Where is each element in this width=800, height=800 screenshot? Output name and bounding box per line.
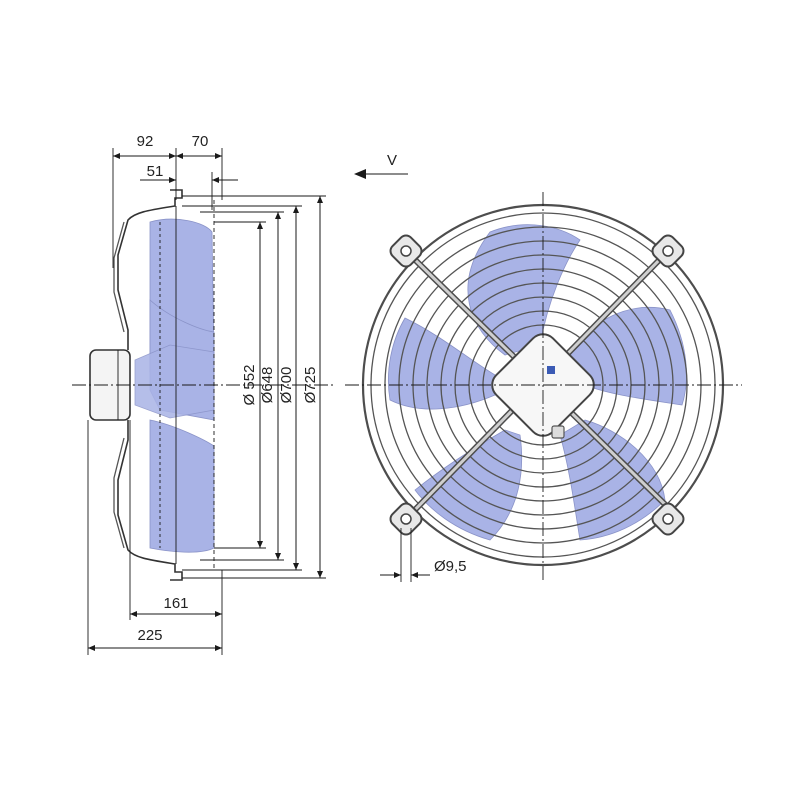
hole-dimension: Ø9,5 xyxy=(380,528,467,582)
mount-hole-top-left xyxy=(400,245,412,257)
mount-hole-bottom-left xyxy=(400,513,412,525)
cable-gland-icon xyxy=(551,425,565,439)
dia-700-label: Ø700 xyxy=(278,367,295,404)
dia-552-label: Ø 552 xyxy=(241,365,258,406)
airflow-label: V xyxy=(387,152,397,169)
dia-725-label: Ø725 xyxy=(302,367,319,404)
dia-648-label: Ø648 xyxy=(259,367,276,404)
front-blades xyxy=(387,224,687,541)
diameter-dimensions: Ø 552 Ø648 Ø700 Ø725 xyxy=(182,195,326,579)
airflow-indicator: V xyxy=(354,152,408,179)
side-view: 92 70 51 Ø 552 Ø648 Ø700 xyxy=(72,133,335,655)
front-view: Ø9,5 xyxy=(345,192,742,582)
dim-51-label: 51 xyxy=(147,163,164,180)
dim-70-label: 70 xyxy=(192,133,209,150)
dim-225-label: 225 xyxy=(137,627,162,644)
mount-hole-bottom-right xyxy=(662,513,674,525)
top-dimensions: 92 70 51 xyxy=(112,133,238,268)
mount-hole-top-right xyxy=(662,245,674,257)
arrow-left-icon xyxy=(354,169,366,179)
bottom-dimensions: 161 225 xyxy=(87,420,223,655)
logo-icon xyxy=(547,366,555,374)
side-blades xyxy=(134,218,215,553)
dim-92-label: 92 xyxy=(137,133,154,150)
mounting-feet xyxy=(389,234,685,536)
dim-161-label: 161 xyxy=(163,595,188,612)
hole-dia-label: Ø9,5 xyxy=(434,558,467,575)
